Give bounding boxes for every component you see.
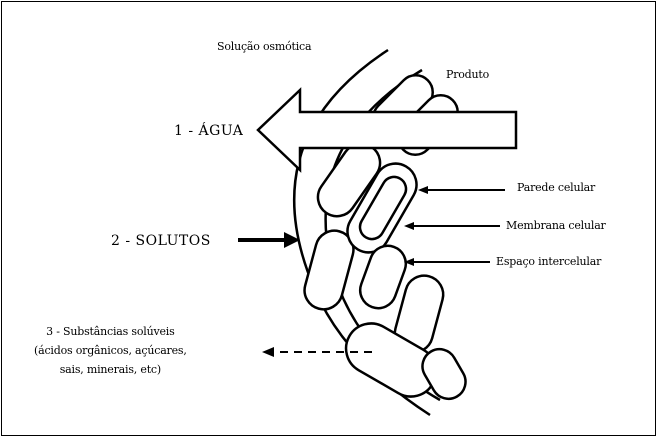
- solutes-label: 2 - SOLUTOS: [111, 234, 211, 248]
- soluble-arrow-head: [262, 347, 274, 357]
- cell-wall-pointer-head: [418, 186, 428, 194]
- osmotic-solution-label: Solução osmótica: [217, 41, 311, 52]
- cell-membrane-pointer-head: [404, 222, 414, 230]
- cell-membrane-label: Membrana celular: [506, 220, 606, 231]
- cell-wall-label: Parede celular: [517, 182, 595, 193]
- product-label: Produto: [446, 69, 489, 80]
- intercellular-space-label: Espaço intercelular: [496, 256, 601, 267]
- soluble-substances-label: 3 - Substâncias solúveis (ácidos orgânic…: [34, 322, 187, 379]
- water-label: 1 - ÁGUA: [174, 124, 243, 138]
